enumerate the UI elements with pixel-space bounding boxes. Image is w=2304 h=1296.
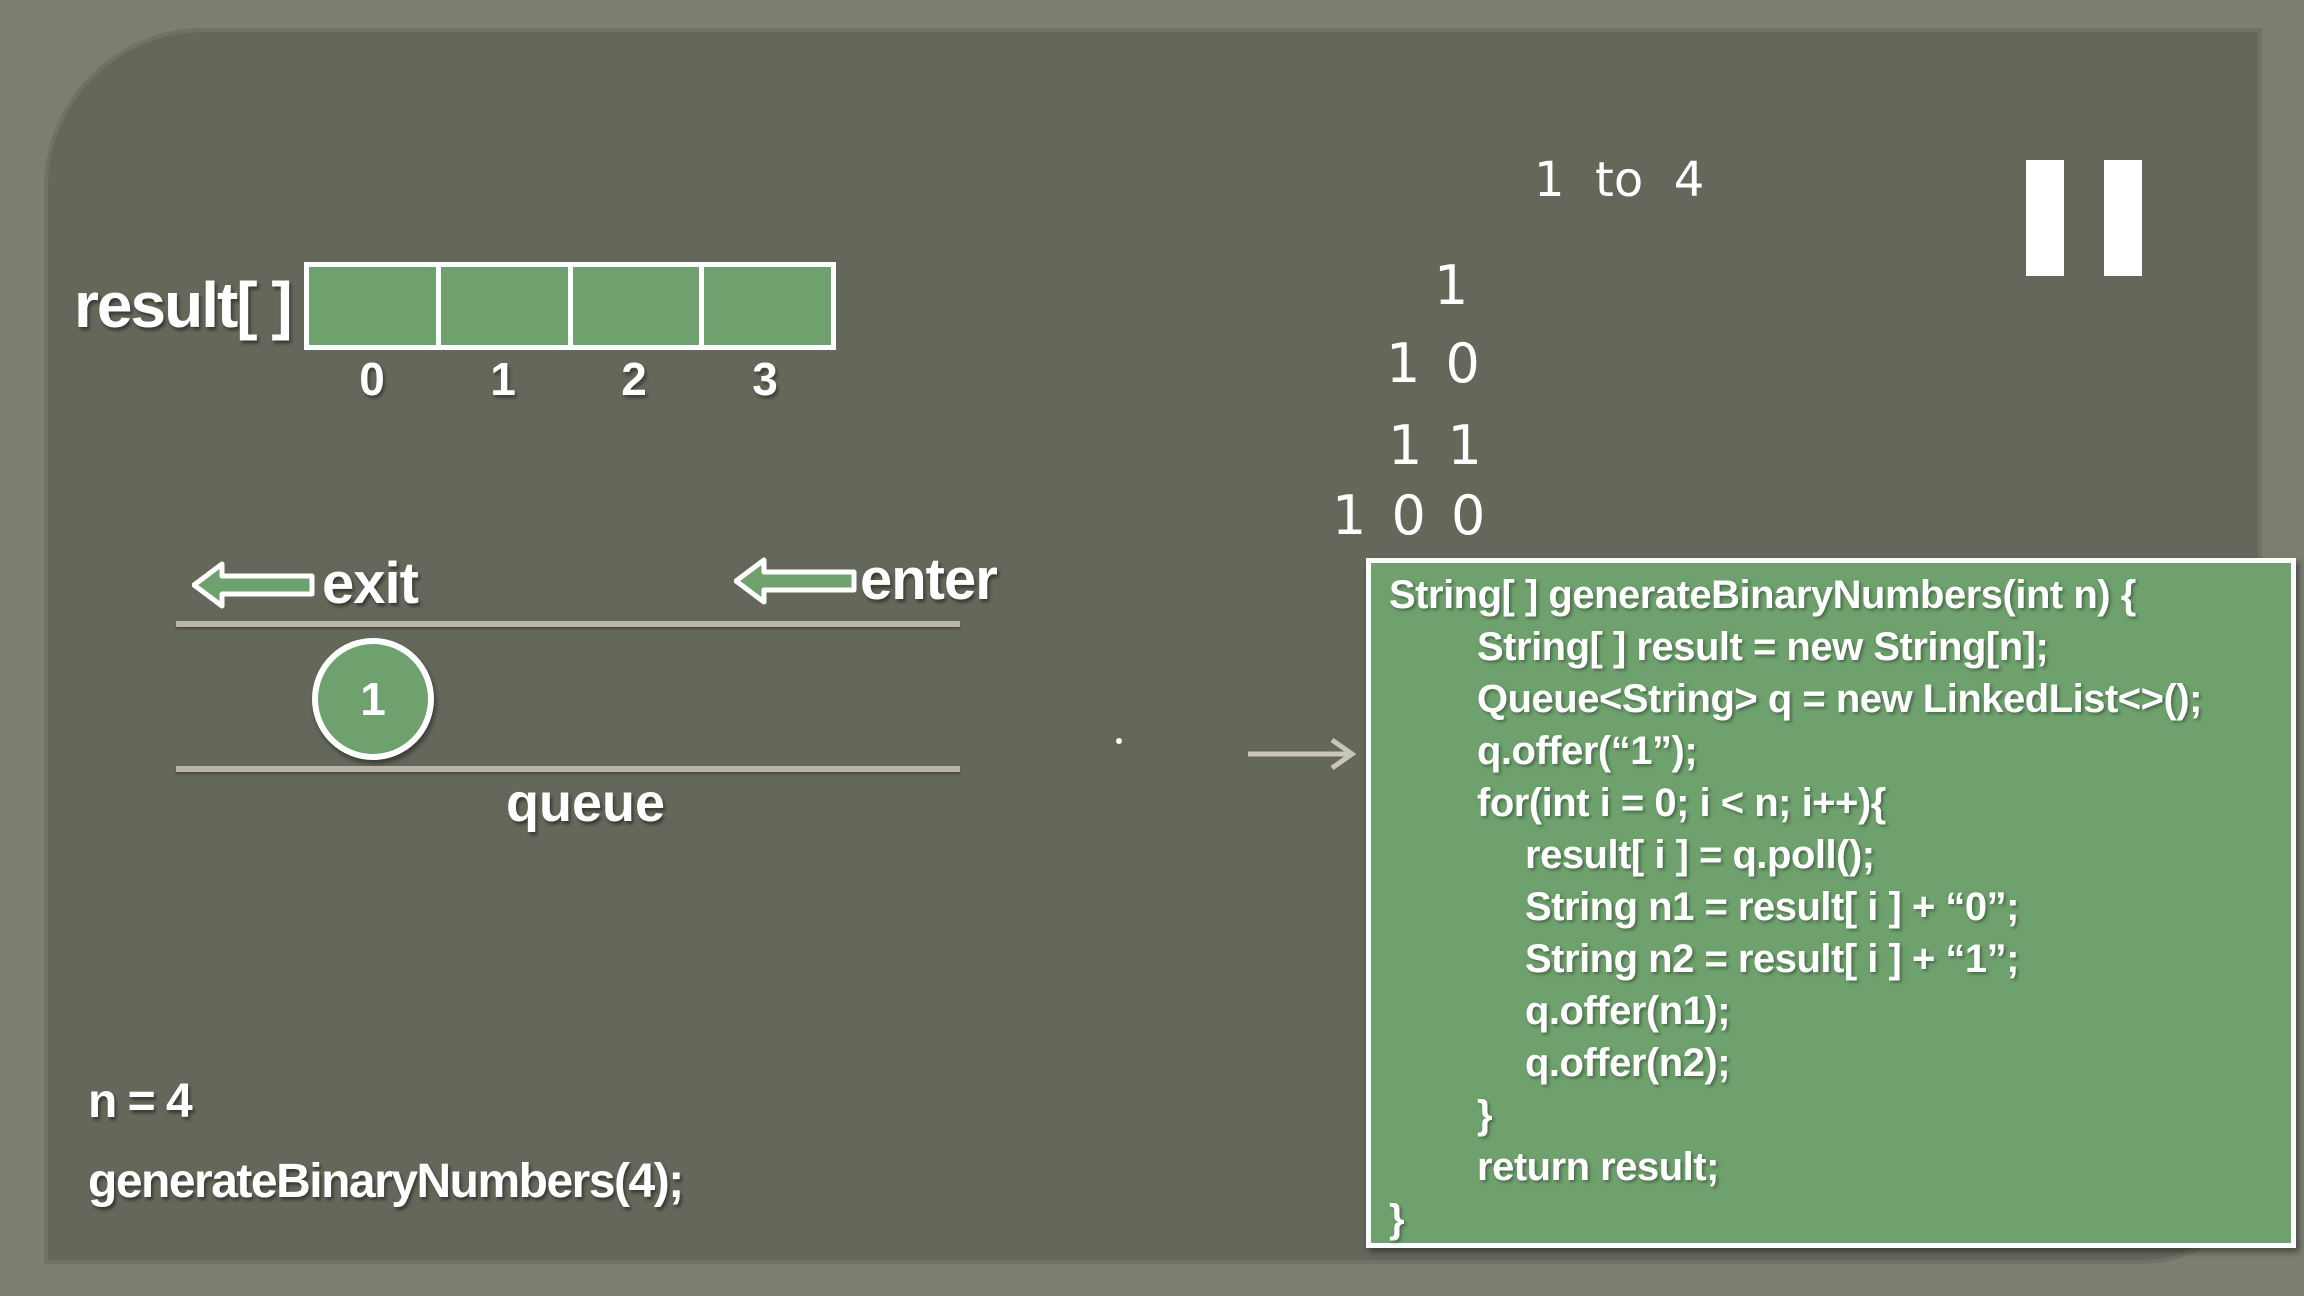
code-line: result[ i ] = q.poll(); (1525, 833, 1875, 877)
queue-item: 1 (312, 638, 434, 760)
code-line: } (1477, 1093, 1493, 1137)
pause-bar-left (2026, 160, 2064, 276)
n-value-text: n = 4 (88, 1075, 193, 1128)
queue-bottom-line (176, 766, 960, 772)
result-cell-0 (309, 267, 441, 345)
result-array (304, 262, 836, 350)
code-line: String[ ] result = new String[n]; (1477, 625, 2049, 669)
code-box: String[ ] generateBinaryNumbers(int n) {… (1366, 558, 2296, 1248)
code-line: String n1 = result[ i ] + “0”; (1525, 885, 2019, 929)
enter-label: enter (860, 547, 998, 612)
code-line: Queue<String> q = new LinkedList<>(); (1477, 677, 2202, 721)
result-index-2: 2 (621, 353, 647, 405)
result-label: result[ ] (74, 269, 293, 341)
function-call-text: generateBinaryNumbers(4); (88, 1155, 684, 1208)
result-cell-1 (441, 267, 573, 345)
handwritten-binary-2: 1 0 (1386, 332, 1484, 395)
exit-arrow-icon (192, 561, 315, 609)
right-arrow-icon (1248, 737, 1357, 771)
exit-label: exit (322, 551, 419, 616)
handwritten-binary-1: 1 (1434, 254, 1469, 317)
pause-bar-right (2104, 160, 2142, 276)
result-cell-2 (573, 267, 705, 345)
result-index-1: 1 (490, 353, 516, 405)
enter-arrow-icon (734, 557, 857, 605)
code-line: q.offer(n1); (1525, 989, 1731, 1033)
code-line: return result; (1477, 1145, 1719, 1189)
handwritten-binary-3: 1 1 (1388, 414, 1486, 477)
code-line: String n2 = result[ i ] + “1”; (1525, 937, 2019, 981)
queue-top-line (176, 621, 960, 627)
code-line: String[ ] generateBinaryNumbers(int n) { (1389, 573, 2136, 617)
code-line: for(int i = 0; i < n; i++){ (1477, 781, 1886, 825)
chalk-dot (1116, 738, 1122, 744)
queue-label: queue (506, 773, 666, 833)
handwritten-binary-4: 1 0 0 (1332, 484, 1490, 547)
handwritten-range: 1 to 4 (1534, 152, 1705, 208)
result-cell-3 (704, 267, 831, 345)
code-line: q.offer(n2); (1525, 1041, 1731, 1085)
result-index-3: 3 (752, 353, 778, 405)
result-index-0: 0 (359, 353, 385, 405)
code-line: q.offer(“1”); (1477, 729, 1698, 773)
code-line: } (1389, 1197, 1405, 1241)
